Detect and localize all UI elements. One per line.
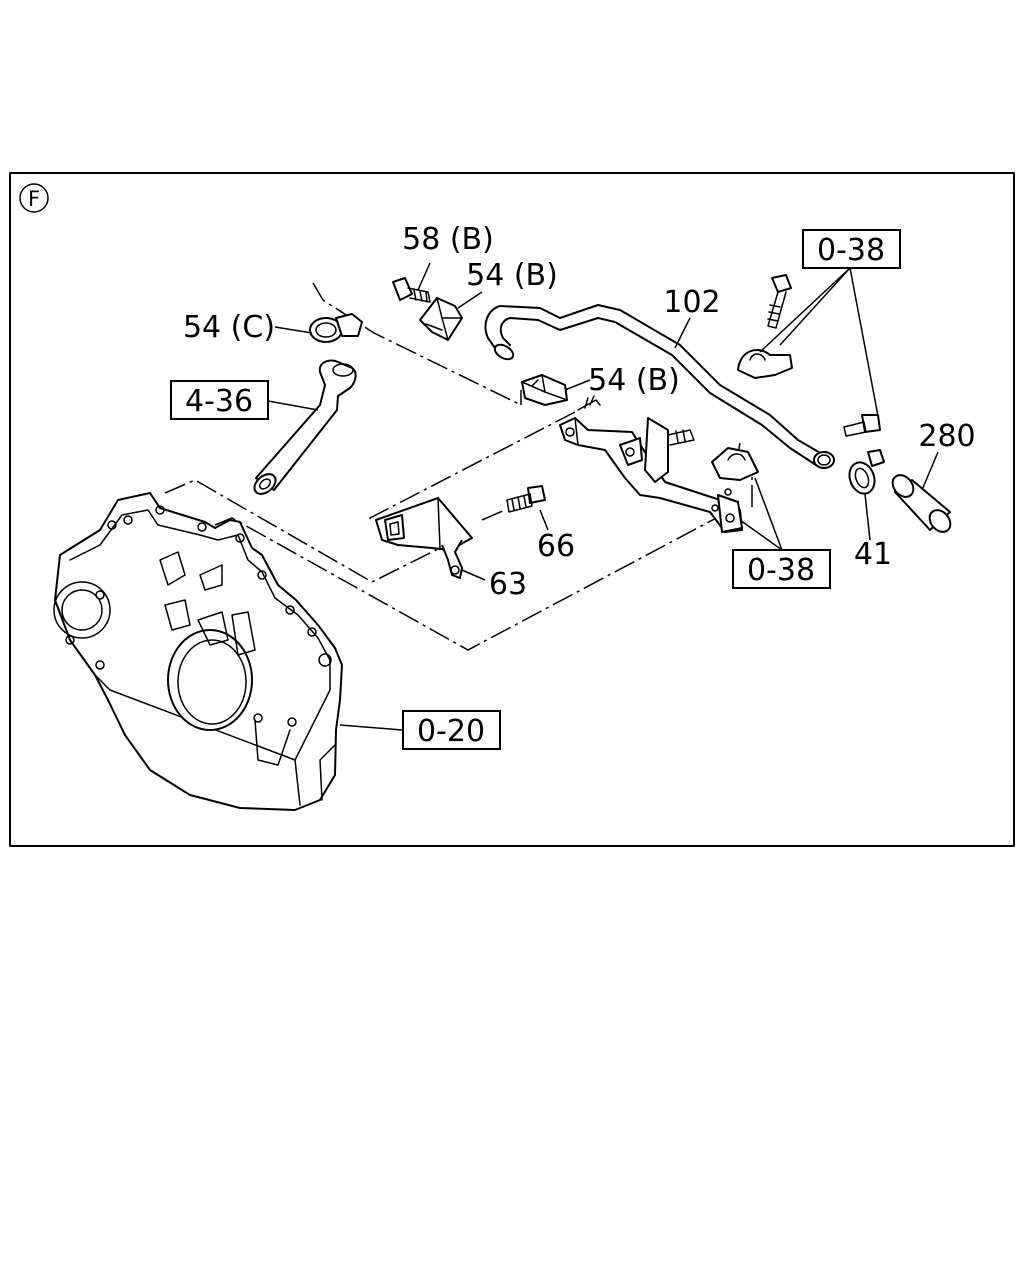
label-102: 102: [663, 285, 720, 320]
clamp-54c: [309, 313, 363, 343]
hose-280: [891, 474, 952, 533]
ref-0-20: 0-20: [402, 710, 501, 750]
label-58b: 58 (B): [402, 222, 494, 257]
bolt-0-38-top: [767, 274, 792, 329]
label-54c: 54 (C): [183, 310, 275, 345]
bolt-0-38-side: [843, 414, 881, 437]
ref-0-38-bottom: 0-38: [732, 549, 831, 589]
flywheel-housing: [53, 492, 343, 811]
label-41: 41: [854, 537, 892, 572]
clip-54b-upper: [419, 297, 463, 341]
label-54b-middle: 54 (B): [588, 363, 680, 398]
view-marker: F: [19, 183, 49, 213]
label-280: 280: [918, 419, 975, 454]
label-66: 66: [537, 529, 575, 564]
bolt-58b: [392, 277, 431, 303]
ref-0-38-top-text: 0-38: [817, 233, 885, 268]
view-marker-letter: F: [28, 187, 40, 211]
mounting-bracket: [559, 395, 743, 533]
saddle-bracket-lower: [711, 447, 759, 481]
part-labels: 58 (B) 54 (B) 54 (C) 54 (B) 102 280 66 6…: [183, 222, 976, 602]
leader-lines: [267, 262, 939, 731]
bracket-63: [375, 497, 473, 579]
ref-4-36: 4-36: [170, 380, 269, 420]
pipe-102: [484, 304, 835, 469]
diagram-frame: [9, 172, 1015, 847]
saddle-bracket-top: [737, 349, 793, 379]
ref-0-38-top: 0-38: [802, 229, 901, 269]
ref-0-20-text: 0-20: [417, 714, 485, 749]
hose-4-36: [253, 359, 357, 495]
clamp-41: [848, 449, 885, 495]
clip-54b-middle: [521, 374, 568, 406]
label-54b-top: 54 (B): [466, 258, 558, 293]
bolt-66: [506, 485, 546, 513]
ref-4-36-text: 4-36: [185, 384, 253, 419]
ref-0-38-bottom-text: 0-38: [747, 553, 815, 588]
label-63: 63: [489, 567, 527, 602]
